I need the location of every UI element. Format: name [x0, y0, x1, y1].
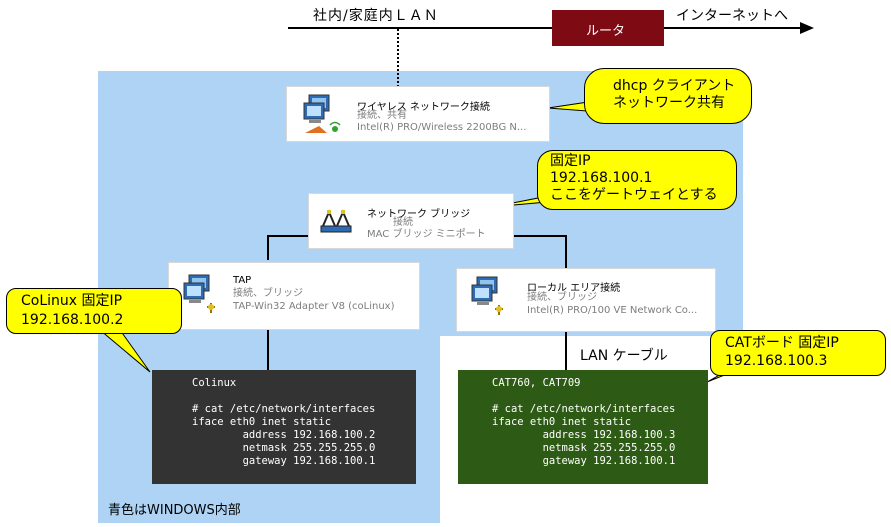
card-device: Intel(R) PRO/Wireless 2200BG N... [357, 122, 527, 133]
callout-line: 192.168.100.3 [725, 353, 828, 369]
windows-region-label: 青色はWINDOWS内部 [108, 503, 241, 518]
terminal-line [192, 390, 416, 403]
callout-line: 固定IP [550, 153, 591, 169]
callout-line: 192.168.100.2 [21, 312, 124, 328]
callout-line: CATボード 固定IP [725, 335, 839, 351]
terminal-line: iface eth0 inet static [492, 416, 632, 428]
lan-cable-label: LAN ケーブル [580, 348, 668, 364]
network-connection-icon [183, 274, 215, 313]
terminal-line: iface eth0 inet static [192, 416, 332, 428]
wireless-connection-card[interactable]: ワイヤレス ネットワーク接続 接続、共有 Intel(R) PRO/Wirele… [286, 86, 550, 142]
callout-line: ここをゲートウェイとする [550, 187, 718, 203]
terminal-line: CAT760, CAT709 [492, 377, 581, 389]
terminal-line: # cat /etc/network/interfaces [492, 403, 676, 415]
card-status: 接続、ブリッジ [527, 292, 597, 303]
lan-label: 社内/家庭内ＬＡＮ [313, 8, 439, 24]
tap-connection-card[interactable]: TAP 接続、ブリッジ TAP-Win32 Adapter V8 (coLinu… [168, 262, 420, 330]
local-area-connection-card[interactable]: ローカル エリア接続 接続、ブリッジ Intel(R) PRO/100 VE N… [456, 268, 716, 332]
terminal-line: address 192.168.100.3 [492, 429, 676, 441]
card-title: ワイヤレス ネットワーク接続 [357, 102, 490, 113]
card-title: ネットワーク ブリッジ [367, 209, 471, 220]
callout-colinux: CoLinux 固定IP 192.168.100.2 [6, 288, 182, 334]
network-connection-icon [303, 94, 341, 133]
internet-arrowhead [800, 22, 814, 34]
callout-dhcp: dhcp クライアント ネットワーク共有 [584, 68, 752, 124]
internet-label: インターネットへ [676, 8, 788, 24]
terminal-line: address 192.168.100.2 [192, 429, 376, 441]
callout-line: 192.168.100.1 [550, 170, 653, 186]
terminal-line: gateway 192.168.100.1 [192, 455, 376, 467]
bridge-icon [320, 209, 352, 233]
terminal-line: gateway 192.168.100.1 [492, 455, 676, 467]
card-status: 接続、共有 [357, 110, 407, 121]
network-connection-icon [471, 276, 503, 315]
callout-line: CoLinux 固定IP [21, 293, 123, 309]
callout-line: dhcp クライアント [613, 78, 736, 94]
network-bridge-card[interactable]: ネットワーク ブリッジ 接続 MAC ブリッジ ミニポート [308, 193, 514, 249]
card-device: TAP-Win32 Adapter V8 (coLinux) [233, 301, 395, 312]
terminal-line [492, 390, 708, 403]
callout-bridge-ip: 固定IP 192.168.100.1 ここをゲートウェイとする [537, 150, 737, 210]
card-device: Intel(R) PRO/100 VE Network Co... [527, 305, 698, 316]
card-status: 接続、ブリッジ [233, 288, 303, 299]
terminal-line: # cat /etc/network/interfaces [192, 403, 376, 415]
card-title: ローカル エリア接続 [527, 283, 621, 294]
bridge-connector [267, 235, 308, 260]
callout-cat: CATボード 固定IP 192.168.100.3 [710, 330, 886, 376]
router-label: ルータ [586, 24, 626, 39]
bridge-connector-right [514, 235, 567, 268]
terminal-line: netmask 255.255.255.0 [192, 442, 376, 454]
terminal-line: netmask 255.255.255.0 [492, 442, 676, 454]
card-device: MAC ブリッジ ミニポート [367, 229, 486, 240]
cat-terminal: CAT760, CAT709 # cat /etc/network/interfa… [458, 370, 708, 484]
callout-line: ネットワーク共有 [613, 95, 725, 111]
terminal-line: Colinux [192, 377, 237, 389]
callout-tail-colinux [82, 329, 151, 373]
card-title: TAP [233, 275, 252, 286]
router-box: ルータ [552, 10, 664, 46]
card-status: 接続 [393, 217, 413, 228]
